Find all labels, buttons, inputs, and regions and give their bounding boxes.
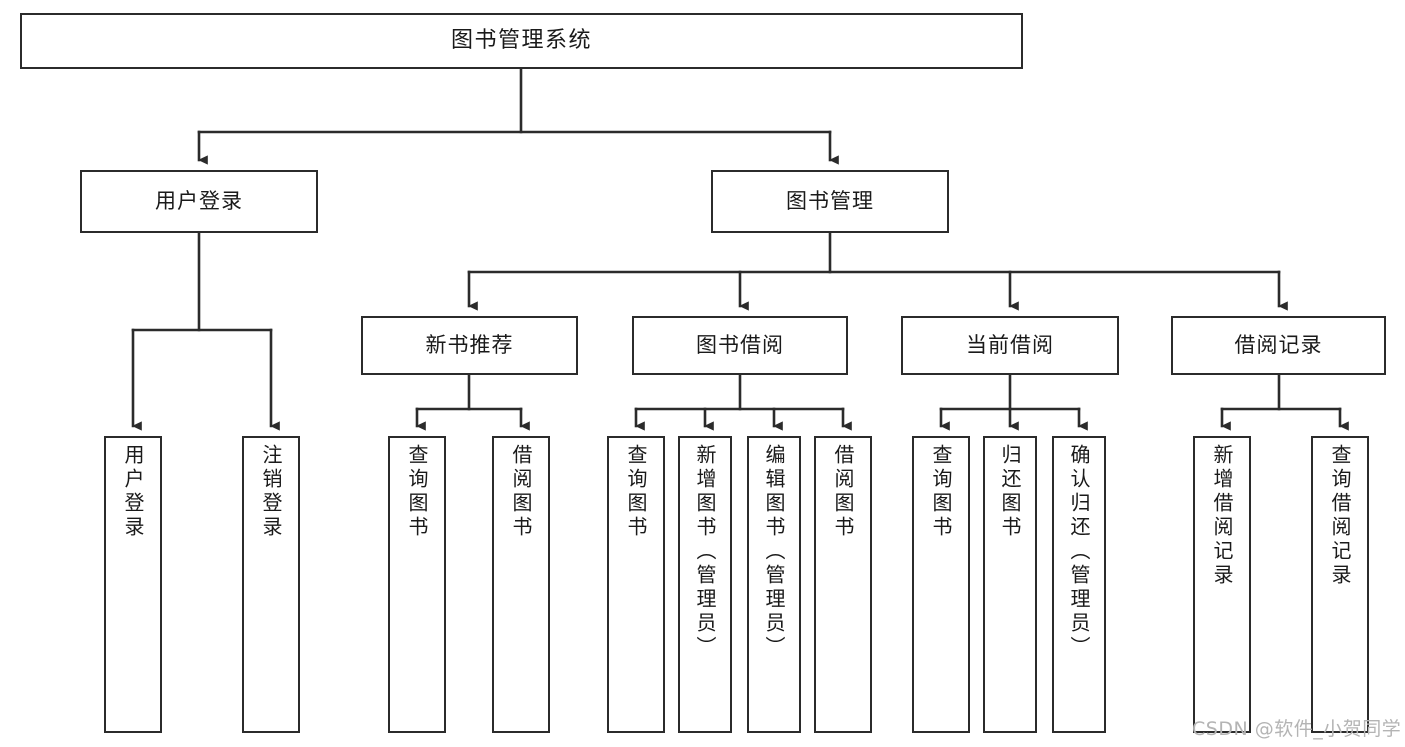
node-label: 归还图书 xyxy=(998,444,1022,540)
node-book-borrow[interactable]: 图书借阅 xyxy=(632,316,848,375)
node-book-management[interactable]: 图书管理 xyxy=(711,170,949,233)
node-borrow-record[interactable]: 借阅记录 xyxy=(1171,316,1386,375)
leaf-borrow-book-recommend[interactable]: 借阅图书 xyxy=(492,436,550,733)
node-label: 借阅图书 xyxy=(831,444,855,540)
node-new-book-recommend[interactable]: 新书推荐 xyxy=(361,316,578,375)
leaf-add-borrow-record[interactable]: 新增借阅记录 xyxy=(1193,436,1251,733)
leaf-add-book[interactable]: 新增图书（管理员） xyxy=(678,436,732,733)
node-label: 查询借阅记录 xyxy=(1328,444,1352,588)
leaf-return-book[interactable]: 归还图书 xyxy=(983,436,1037,733)
node-label: 借阅图书 xyxy=(509,444,533,540)
leaf-logout[interactable]: 注销登录 xyxy=(242,436,300,733)
leaf-query-book-recommend[interactable]: 查询图书 xyxy=(388,436,446,733)
csdn-watermark: CSDN @软件_小贺同学 xyxy=(1192,718,1402,740)
node-label: 用户登录 xyxy=(155,189,243,214)
leaf-user-login[interactable]: 用户登录 xyxy=(104,436,162,733)
node-label: 注销登录 xyxy=(259,444,283,540)
node-label: 新书推荐 xyxy=(425,333,514,358)
node-label: 查询图书 xyxy=(405,444,429,540)
node-label: 图书管理 xyxy=(786,189,874,214)
node-label: 查询图书 xyxy=(624,444,648,540)
node-label: 新增图书（管理员） xyxy=(693,444,717,660)
node-label: 用户登录 xyxy=(121,444,145,540)
node-user-login[interactable]: 用户登录 xyxy=(80,170,318,233)
leaf-edit-book[interactable]: 编辑图书（管理员） xyxy=(747,436,801,733)
node-label: 图书管理系统 xyxy=(450,28,592,54)
node-label: 查询图书 xyxy=(929,444,953,540)
leaf-borrow-book[interactable]: 借阅图书 xyxy=(814,436,872,733)
leaf-query-book-borrow[interactable]: 查询图书 xyxy=(607,436,665,733)
node-label: 编辑图书（管理员） xyxy=(762,444,786,660)
node-label: 图书借阅 xyxy=(696,333,784,358)
leaf-query-borrow-record[interactable]: 查询借阅记录 xyxy=(1311,436,1369,733)
node-root-book-management-system[interactable]: 图书管理系统 xyxy=(20,13,1023,69)
node-current-borrow[interactable]: 当前借阅 xyxy=(901,316,1119,375)
node-label: 当前借阅 xyxy=(966,333,1054,358)
node-label: 借阅记录 xyxy=(1234,333,1323,358)
leaf-query-book-current[interactable]: 查询图书 xyxy=(912,436,970,733)
node-label: 新增借阅记录 xyxy=(1210,444,1234,588)
leaf-confirm-return[interactable]: 确认归还（管理员） xyxy=(1052,436,1106,733)
node-label: 确认归还（管理员） xyxy=(1067,444,1091,660)
